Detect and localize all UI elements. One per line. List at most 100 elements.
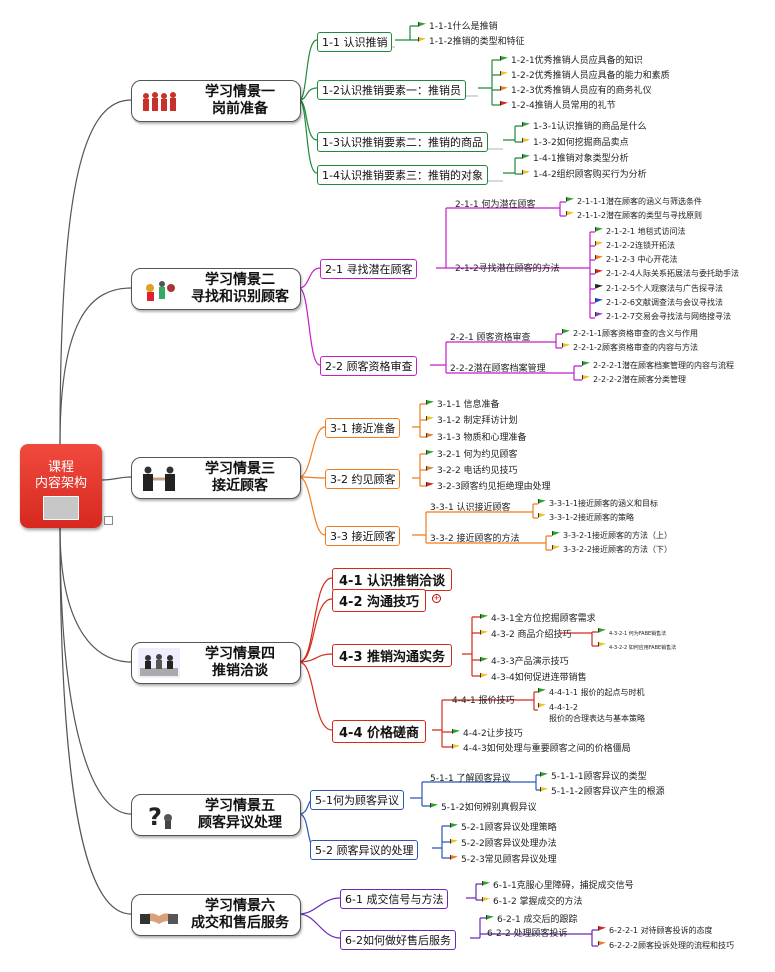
leaf-5-2-1[interactable]: 5-2-1顾客异议处理策略 (450, 820, 557, 833)
leaf-4-3-4[interactable]: 4-3-4如何促进连带销售 (480, 670, 587, 683)
leaf-4-4-1-1[interactable]: 4-4-1-1 报价的起点与时机 (538, 687, 645, 698)
subtopic-6-2-2[interactable]: 6-2-2 处理顾客投诉 (487, 929, 568, 939)
leaf-4-3-2[interactable]: 4-3-2 商品介绍技巧 (480, 627, 572, 640)
section-5-2[interactable]: 5-2 顾客异议的处理 (310, 840, 419, 860)
leaf-label: 6-1-2 掌握成交的方法 (493, 897, 583, 907)
leaf-1-2-3[interactable]: 1-2-3优秀推销人员应有的商务礼仪 (500, 83, 652, 96)
leaf-3-2-1[interactable]: 3-2-1 何为约见顾客 (426, 447, 518, 460)
leaf-4-3-2-2[interactable]: 4-3-2-2 如何应用FABE销售法 (598, 642, 676, 651)
leaf-5-1-1-1[interactable]: 5-1-1-1顾客异议的类型 (540, 769, 647, 782)
scene-4-node[interactable]: 学习情景四推销洽谈 (131, 642, 301, 684)
leaf-5-2-3[interactable]: 5-2-3常见顾客异议处理 (450, 852, 557, 865)
section-3-1[interactable]: 3-1 接近准备 (325, 418, 401, 438)
leaf-1-2-1[interactable]: 1-2-1优秀推销人员应具备的知识 (500, 53, 643, 66)
leaf-1-1-2[interactable]: 1-1-2推销的类型和特征 (418, 34, 525, 47)
collapse-toggle-icon[interactable] (104, 516, 113, 525)
leaf-1-3-1[interactable]: 1-3-1认识推销的商品是什么 (522, 119, 647, 132)
leaf-6-1-1[interactable]: 6-1-1克服心里障碍，捕捉成交信号 (482, 878, 634, 891)
leaf-4-3-2-1[interactable]: 4-3-2-1 何为FABE销售法 (598, 628, 666, 637)
leaf-4-3-3[interactable]: 4-3-3产品演示技巧 (480, 654, 569, 667)
leaf-2-1-2-2[interactable]: 2-1-2-2连锁开拓法 (595, 240, 675, 251)
leaf-1-4-1[interactable]: 1-4-1推销对象类型分析 (522, 151, 629, 164)
leaf-3-2-3[interactable]: 3-2-3顾客约见拒绝理由处理 (426, 479, 551, 492)
leaf-2-1-2-4[interactable]: 2-1-2-4人际关系拓展法与委托助手法 (595, 268, 739, 279)
leaf-3-2-2[interactable]: 3-2-2 电话约见技巧 (426, 463, 518, 476)
section-4-2[interactable]: 4-2 沟通技巧 (332, 589, 427, 612)
expand-plus-icon[interactable]: + (432, 594, 441, 603)
leaf-1-2-4[interactable]: 1-2-4推销人员常用的礼节 (500, 98, 616, 111)
leaf-label: 4-4-3如何处理与重要顾客之间的价格僵局 (463, 744, 631, 754)
subtopic-2-2-1[interactable]: 2-2-1 顾客资格审查 (450, 333, 531, 343)
section-1-3[interactable]: 1-3认识推销要素二：推销的商品 (317, 132, 488, 152)
leaf-6-2-2-2[interactable]: 6-2-2-2顾客投诉处理的流程和技巧 (598, 940, 734, 951)
yellow-flag-icon (426, 416, 434, 421)
leaf-3-3-2-1[interactable]: 3-3-2-1接近顾客的方法（上） (552, 530, 672, 541)
red-flag-icon (500, 101, 508, 106)
leaf-label: 1-3-1认识推销的商品是什么 (533, 122, 647, 132)
leaf-3-3-1-2[interactable]: 3-3-1-2接近顾客的策略 (538, 512, 634, 523)
leaf-5-1-1-2[interactable]: 5-1-1-2顾客异议产生的根源 (540, 784, 665, 797)
leaf-6-2-1[interactable]: 6-2-1 成交后的跟踪 (486, 912, 578, 925)
leaf-label: 3-3-1-2接近顾客的策略 (549, 513, 635, 522)
leaf-5-1-2[interactable]: 5-1-2如何辨别真假异议 (430, 800, 537, 813)
section-3-3[interactable]: 3-3 接近顾客 (325, 526, 401, 546)
scene-4-title: 学习情景四 (205, 646, 275, 662)
subtopic-3-3-1[interactable]: 3-3-1 认识接近顾客 (430, 503, 511, 513)
subtopic-3-3-2[interactable]: 3-3-2 接近顾客的方法 (430, 534, 520, 544)
leaf-2-2-1-2[interactable]: 2-2-1-2顾客资格审查的内容与方法 (562, 342, 698, 353)
root-node[interactable]: 课程内容架构 (20, 444, 102, 528)
scene-1-node[interactable]: 学习情景一岗前准备 (131, 80, 301, 122)
subtopic-2-1-1[interactable]: 2-1-1 何为潜在顾客 (455, 200, 536, 210)
section-3-2[interactable]: 3-2 约见顾客 (325, 469, 401, 489)
subtopic-4-4-1[interactable]: 4-4-1 报价技巧 (452, 696, 515, 706)
leaf-1-3-2[interactable]: 1-3-2如何挖掘商品卖点 (522, 135, 629, 148)
leaf-2-1-2-6[interactable]: 2-1-2-6文献调查法与会议寻找法 (595, 297, 723, 308)
section-4-3[interactable]: 4-3 推销沟通实务 (332, 644, 453, 667)
leaf-3-3-2-2[interactable]: 3-3-2-2接近顾客的方法（下） (552, 544, 672, 555)
leaf-3-3-1-1[interactable]: 3-3-1-1接近顾客的涵义和目标 (538, 498, 658, 509)
scene-5-node[interactable]: ? 学习情景五顾客异议处理 (131, 794, 301, 836)
green-flag-icon (538, 499, 546, 504)
leaf-2-1-2-3[interactable]: 2-1-2-3 中心开花法 (595, 254, 678, 265)
section-6-2[interactable]: 6-2如何做好售后服务 (340, 930, 456, 950)
leaf-4-3-1[interactable]: 4-3-1全方位挖掘顾客需求 (480, 611, 596, 624)
leaf-1-2-2[interactable]: 1-2-2优秀推销人员应具备的能力和素质 (500, 68, 670, 81)
leaf-1-4-2[interactable]: 1-4-2组织顾客购买行为分析 (522, 167, 647, 180)
leaf-2-2-2-1[interactable]: 2-2-2-1潜在顾客档案管理的内容与流程 (582, 360, 734, 371)
subtopic-2-2-2[interactable]: 2-2-2潜在顾客档案管理 (450, 364, 546, 374)
leaf-2-1-2-7[interactable]: 2-1-2-7交易会寻找法与网络搜寻法 (595, 311, 731, 322)
leaf-2-1-1-2[interactable]: 2-1-1-2潜在顾客的类型与寻找原则 (566, 210, 702, 221)
leaf-6-2-2-1[interactable]: 6-2-2-1 对待顾客投诉的态度 (598, 925, 713, 936)
leaf-2-2-2-2[interactable]: 2-2-2-2潜在顾客分类管理 (582, 374, 686, 385)
leaf-5-2-2[interactable]: 5-2-2顾客异议处理办法 (450, 836, 557, 849)
leaf-3-1-3[interactable]: 3-1-3 物质和心理准备 (426, 430, 527, 443)
leaf-label: 2-1-2-6文献调查法与会议寻找法 (606, 298, 724, 307)
section-6-1[interactable]: 6-1 成交信号与方法 (340, 889, 449, 909)
leaf-4-4-2[interactable]: 4-4-2让步技巧 (452, 726, 523, 739)
section-2-2[interactable]: 2-2 顾客资格审查 (320, 356, 418, 376)
leaf-3-1-1[interactable]: 3-1-1 信息准备 (426, 397, 500, 410)
leaf-2-2-1-1[interactable]: 2-2-1-1顾客资格审查的含义与作用 (562, 328, 698, 339)
section-4-1[interactable]: 4-1 认识推销洽谈 (332, 568, 453, 591)
section-2-1[interactable]: 2-1 寻找潜在顾客 (320, 259, 418, 279)
purple-flag-icon (595, 312, 603, 317)
section-4-4[interactable]: 4-4 价格磋商 (332, 720, 427, 743)
leaf-3-1-2[interactable]: 3-1-2 制定拜访计划 (426, 413, 518, 426)
section-1-1[interactable]: 1-1 认识推销 (317, 32, 393, 52)
leaf-2-1-2-5[interactable]: 2-1-2-5个人观察法与广告探寻法 (595, 283, 723, 294)
section-5-1[interactable]: 5-1何为顾客异议 (310, 790, 404, 810)
leaf-6-1-2[interactable]: 6-1-2 掌握成交的方法 (482, 894, 583, 907)
leaf-4-4-3[interactable]: 4-4-3如何处理与重要顾客之间的价格僵局 (452, 741, 631, 754)
leaf-2-1-2-1[interactable]: 2-1-2-1 地毯式访问法 (595, 226, 686, 237)
leaf-1-1-1[interactable]: 1-1-1什么是推销 (418, 19, 498, 32)
section-1-4[interactable]: 1-4认识推销要素三：推销的对象 (317, 165, 488, 185)
leaf-2-1-1-1[interactable]: 2-1-1-1潜在顾客的涵义与筛选条件 (566, 196, 702, 207)
scene-2-node[interactable]: 学习情景二寻找和识别顾客 (131, 268, 301, 310)
search-people-icon (138, 274, 180, 304)
scene-6-node[interactable]: 学习情景六成交和售后服务 (131, 894, 301, 936)
subtopic-2-1-2[interactable]: 2-1-2寻找潜在顾客的方法 (455, 264, 560, 274)
section-1-2[interactable]: 1-2认识推销要素一：推销员 (317, 80, 466, 100)
scene-3-node[interactable]: 学习情景三接近顾客 (131, 457, 301, 499)
subtopic-5-1-1[interactable]: 5-1-1 了解顾客异议 (430, 774, 511, 784)
